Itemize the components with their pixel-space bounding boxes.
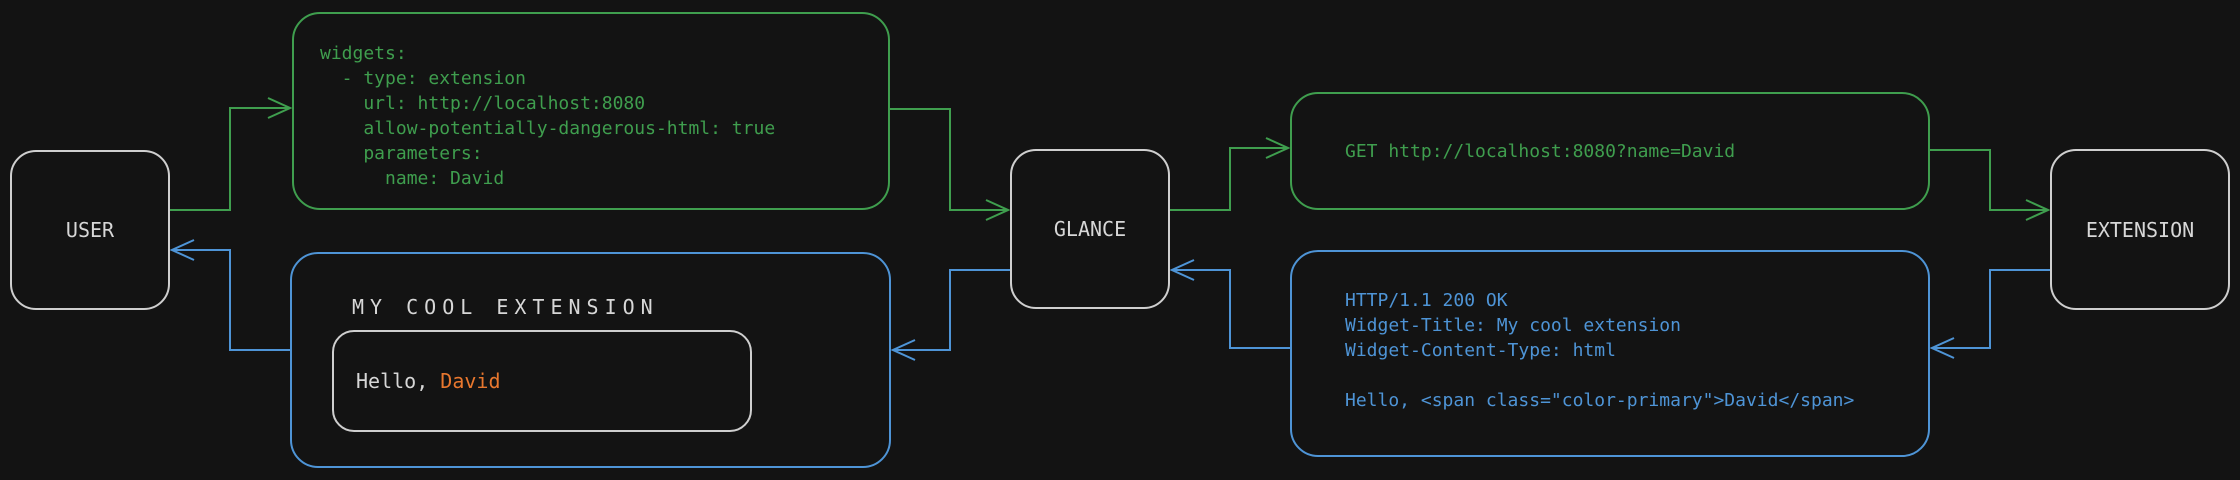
widget-content-box: Hello, David — [332, 330, 752, 432]
glance-node: GLANCE — [1010, 149, 1170, 309]
config-yaml-line: widgets: — [320, 43, 407, 64]
http-response-line: Widget-Content-Type: html — [1345, 340, 1616, 361]
config-yaml-line: url: http://localhost:8080 — [320, 93, 646, 114]
config-yaml-line: allow-potentially-dangerous-html: true — [320, 118, 776, 139]
rendered-widget-box: MY COOL EXTENSION Hello, David — [290, 252, 891, 468]
wire-glance-to-widget — [893, 269, 1010, 350]
config-yaml-line: parameters: — [320, 143, 483, 164]
http-response-line: Hello, <span class="color-primary">David… — [1345, 390, 1855, 411]
http-response-line: HTTP/1.1 200 OK — [1345, 290, 1508, 311]
widget-title: MY COOL EXTENSION — [352, 295, 659, 319]
extension-node-label: EXTENSION — [2085, 217, 2195, 242]
config-yaml-box: widgets: - type: extension url: http://l… — [292, 12, 890, 210]
http-response-line — [1345, 363, 1928, 388]
wire-widget-to-user — [172, 250, 290, 351]
wire-extension-to-response — [1932, 269, 2050, 348]
glance-node-label: GLANCE — [1053, 217, 1127, 241]
wire-request-to-extension — [1930, 149, 2048, 210]
wire-response-to-glance — [1172, 270, 1290, 349]
wire-glance-to-request — [1170, 148, 1288, 211]
wire-user-to-config — [170, 108, 290, 211]
greeting-name: David — [440, 369, 501, 393]
extension-node: EXTENSION — [2050, 149, 2230, 310]
greeting-prefix: Hello, — [356, 369, 441, 393]
http-response-box: HTTP/1.1 200 OK Widget-Title: My cool ex… — [1290, 250, 1930, 457]
http-request-box: GET http://localhost:8080?name=David — [1290, 92, 1930, 210]
config-yaml-line: - type: extension — [320, 68, 526, 89]
http-request-line: GET http://localhost:8080?name=David — [1345, 140, 1736, 162]
user-node: USER — [10, 150, 170, 310]
user-node-label: USER — [65, 218, 115, 242]
config-yaml-line: name: David — [320, 168, 505, 189]
wire-config-to-glance — [890, 108, 1008, 210]
http-response-line: Widget-Title: My cool extension — [1345, 315, 1681, 336]
